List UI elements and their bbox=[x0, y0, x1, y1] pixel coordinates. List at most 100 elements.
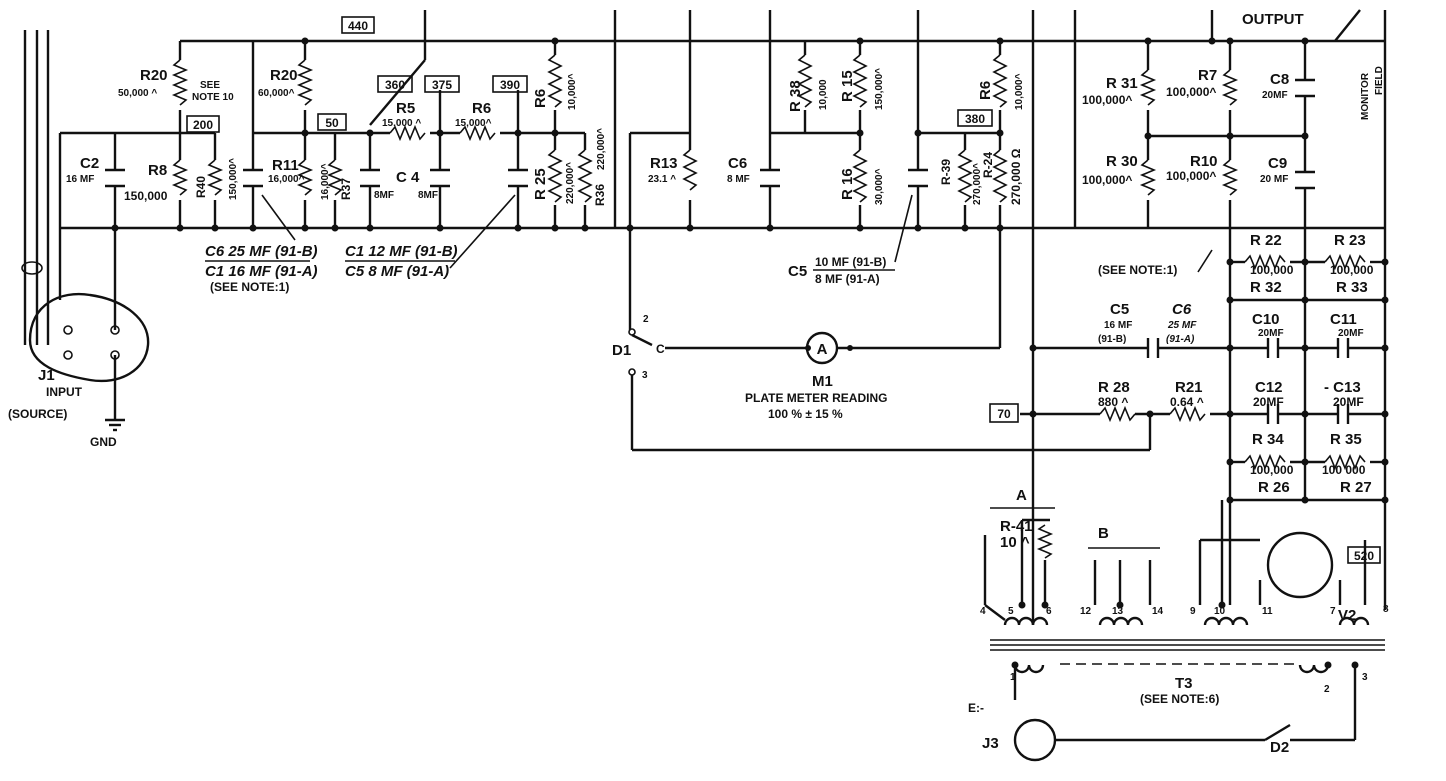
c6-name: C6 bbox=[728, 155, 747, 172]
resistor-symbols bbox=[171, 54, 1366, 559]
r6a-value: 15,000^ bbox=[455, 118, 492, 129]
r25-value: 220,000^ bbox=[565, 162, 576, 204]
monitor-label: MONITOR bbox=[1360, 72, 1371, 120]
c13-name: - C13 bbox=[1324, 379, 1361, 396]
transformer-coils bbox=[1003, 616, 1370, 674]
r34-name: R 34 bbox=[1252, 431, 1284, 448]
r36-name: R36 bbox=[593, 184, 607, 206]
c4-value-a: 8MF bbox=[374, 190, 394, 201]
r6b-value: 10,000^ bbox=[567, 73, 578, 110]
meter-name: M1 bbox=[812, 373, 833, 390]
r37-name: R37 bbox=[339, 178, 353, 200]
r8-name: R8 bbox=[148, 162, 167, 179]
output-label: OUTPUT bbox=[1242, 11, 1304, 28]
r6a-name: R6 bbox=[472, 100, 491, 117]
callout-arrows bbox=[261, 194, 1213, 549]
r15-name: R 15 bbox=[839, 70, 856, 102]
r20a-value: 50,000 ^ bbox=[118, 88, 157, 99]
r5-value: 15,000 ^ bbox=[382, 118, 421, 129]
r10-value: 100,000^ bbox=[1166, 169, 1216, 183]
r32-name: R 32 bbox=[1250, 279, 1282, 296]
r13-value: 23.1 ^ bbox=[648, 174, 676, 185]
d2-label: D2 bbox=[1270, 739, 1289, 756]
callout-c6-c1-top: C6 25 MF (91-B) bbox=[205, 243, 318, 260]
pin-5: 5 bbox=[1008, 606, 1014, 617]
t3-note: (SEE NOTE:6) bbox=[1140, 692, 1219, 706]
resistor-labels: R20 50,000 ^ SEE NOTE 10 R20 60,000^ R8 … bbox=[118, 67, 1374, 551]
gnd-label: GND bbox=[90, 435, 117, 449]
d1-label: D1 bbox=[612, 342, 631, 359]
callout-c1-c5-top: C1 12 MF (91-B) bbox=[345, 243, 458, 260]
pin-9: 9 bbox=[1190, 606, 1196, 617]
r41-value: 10 ^ bbox=[1000, 534, 1030, 551]
r35-name: R 35 bbox=[1330, 431, 1362, 448]
sec-pin-1: 1 bbox=[1010, 672, 1016, 683]
r26-name: R 26 bbox=[1258, 479, 1290, 496]
r11-value: 16,000^ bbox=[268, 174, 305, 185]
group-a-label: A bbox=[1016, 487, 1027, 504]
pin-13: 13 bbox=[1112, 606, 1124, 617]
meter-circuit bbox=[628, 228, 1152, 452]
r35-value: 100 000 bbox=[1322, 463, 1366, 477]
r13-name: R13 bbox=[650, 155, 678, 172]
d1-pin-c: C bbox=[656, 342, 665, 356]
capacitor-symbols bbox=[105, 78, 1315, 190]
see-note-10-line1: SEE bbox=[200, 80, 220, 91]
r24-value: 270,000 Ω bbox=[1009, 148, 1023, 205]
r23-name: R 23 bbox=[1334, 232, 1366, 249]
d1-pin-3: 3 bbox=[642, 370, 648, 381]
sec-pin-2: 2 bbox=[1324, 684, 1330, 695]
r10-name: R10 bbox=[1190, 153, 1218, 170]
r7-name: R7 bbox=[1198, 67, 1217, 84]
node-label-375: 375 bbox=[432, 78, 452, 92]
r24-name: R-24 bbox=[981, 152, 995, 178]
node-boxes: 440 200 50 360 375 390 380 70 520 bbox=[186, 16, 1381, 564]
r31-value: 100,000^ bbox=[1082, 93, 1132, 107]
r7-value: 100,000^ bbox=[1166, 85, 1216, 99]
c12-name: C12 bbox=[1255, 379, 1283, 396]
meter-caption: PLATE METER READING bbox=[745, 391, 887, 405]
r21-name: R21 bbox=[1175, 379, 1203, 396]
r20b-name: R20 bbox=[270, 67, 298, 84]
node-label-390: 390 bbox=[500, 78, 520, 92]
r25-name: R 25 bbox=[532, 168, 549, 200]
r38-name: R 38 bbox=[787, 80, 804, 112]
transformer-pins: 4 5 6 12 13 14 9 10 11 7 8 1 2 3 bbox=[980, 604, 1389, 695]
junction-dots bbox=[111, 37, 1389, 669]
c6b-sub: (91-A) bbox=[1166, 334, 1195, 345]
r40-name: R40 bbox=[194, 176, 208, 198]
t3-label: T3 bbox=[1175, 675, 1193, 692]
input-jack-j1 bbox=[28, 292, 150, 432]
node-label-200: 200 bbox=[193, 118, 213, 132]
callout-c5-name: C5 bbox=[788, 263, 807, 280]
c6b-name: C6 bbox=[1172, 301, 1192, 318]
c9-value: 20 MF bbox=[1260, 174, 1288, 185]
c5b-value: 16 MF bbox=[1104, 320, 1132, 331]
node-label-520: 520 bbox=[1354, 549, 1374, 563]
capacitor-labels: C2 16 MF C 4 8MF 8MF C6 8 MF C8 20MF C9 … bbox=[66, 71, 1364, 409]
meter-range: 100 % ± 15 % bbox=[768, 407, 843, 421]
c5b-name: C5 bbox=[1110, 301, 1129, 318]
c4-name: C 4 bbox=[396, 169, 420, 186]
r23-value: 100,000 bbox=[1330, 263, 1374, 277]
c4-value-b: 8MF bbox=[418, 190, 438, 201]
r6c-value: 10,000^ bbox=[1014, 73, 1025, 110]
v-tube-label: V2 bbox=[1338, 607, 1356, 624]
r6b-name: R6 bbox=[532, 89, 549, 108]
callout-c5-bottom: 8 MF (91-A) bbox=[815, 272, 880, 286]
c11-value: 20MF bbox=[1338, 328, 1364, 339]
node-label-360: 360 bbox=[385, 78, 405, 92]
c13-value: 20MF bbox=[1333, 395, 1364, 409]
callout-c6-c1-bottom: C1 16 MF (91-A) bbox=[205, 263, 318, 280]
group-b-label: B bbox=[1098, 525, 1109, 542]
c6-value: 8 MF bbox=[727, 174, 750, 185]
r30-name: R 30 bbox=[1106, 153, 1138, 170]
c8-value: 20MF bbox=[1262, 90, 1288, 101]
pin-8: 8 bbox=[1383, 604, 1389, 615]
input-label: INPUT bbox=[46, 385, 83, 399]
r30-value: 100,000^ bbox=[1082, 173, 1132, 187]
r41-name: R-41 bbox=[1000, 518, 1033, 535]
j3-note: E:- bbox=[968, 701, 984, 715]
node-label-50: 50 bbox=[325, 116, 339, 130]
